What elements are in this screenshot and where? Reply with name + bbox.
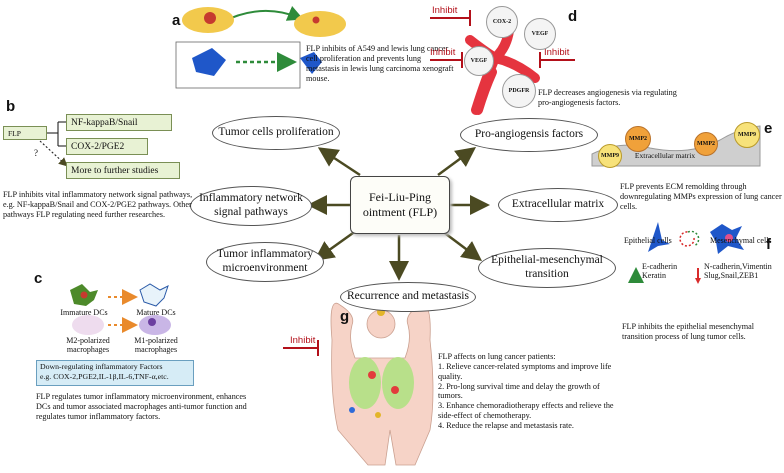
center-line2: ointment (FLP) [362, 205, 438, 219]
flp-box: FLP [3, 126, 47, 140]
node-label: Pro-angiogensis factors [474, 128, 584, 141]
node-label: Tumor cells proliferation [218, 126, 334, 139]
panel-a-text: FLP inhibits of A549 and lewis lung canc… [306, 44, 454, 83]
panel-b-letter: b [6, 98, 16, 115]
extracellular-matrix-label: Extracellular matrix [634, 151, 696, 160]
g-item-4: 4. Reduce the relapse and metastasis rat… [438, 420, 574, 430]
ncad-text: N-cadherin,Vimentin [704, 262, 772, 271]
center-line1: Fei-Liu-Ping [369, 190, 431, 204]
center-flp-box: Fei-Liu-Ping ointment (FLP) [350, 176, 450, 234]
node-tumor-inflammatory: Tumor inflammatory microenvironment [206, 242, 324, 282]
cox2-circle: COX-2 [486, 6, 518, 38]
node-label: Epithelial-mesenchymal [491, 254, 603, 267]
g-item-2: 2. Pro-long survival time and delay the … [438, 381, 600, 401]
m2-line1: M2-polarized [66, 336, 110, 345]
node-label: transition [525, 268, 569, 280]
node-pro-angiogenesis: Pro-angiogensis factors [460, 118, 598, 152]
m1-line2: macrophages [134, 345, 178, 355]
factors-line2: e.g. COX-2,PGE2,IL-1β,IL-6,TNF-α,etc. [40, 372, 169, 382]
mmp9-circle-right: MMP9 [734, 122, 760, 148]
g-item-1: 1. Relieve cancer-related symptoms and i… [438, 361, 612, 381]
node-label: Recurrence and metastasis [347, 290, 469, 303]
node-emt: Epithelial-mesenchymal transition [478, 248, 616, 288]
inhibit-g: Inhibit [290, 335, 316, 346]
panel-a-letter: a [172, 12, 181, 29]
panel-e-letter: e [764, 120, 773, 137]
downregulating-factors-box: Down-regulating inflammatory Factors e.g… [36, 360, 194, 386]
panel-e-text: FLP prevents ECM remolding through downr… [620, 182, 782, 211]
panel-g-letter: g [340, 308, 350, 325]
epithelial-label: Epithelial cells [624, 236, 672, 245]
inhibit-cox2: Inhibit [432, 5, 458, 16]
panel-d-letter: d [568, 8, 578, 25]
m2-line2: macrophages [66, 345, 110, 355]
mesenchymal-label: Mesenchymal cells [710, 236, 772, 245]
ecad-text: E-cadherin [642, 262, 678, 271]
mmp9-circle-left: MMP9 [598, 144, 622, 168]
panel-b-text: FLP inhibits vital inflammatory network … [3, 190, 193, 219]
inhibit-pdgfr: Inhibit [544, 47, 570, 58]
panel-f-text: FLP inhibits the epithelial mesenchymal … [622, 322, 755, 341]
ncadherin-label: N-cadherin,Vimentin Slug,Snail,ZEB1 [704, 262, 772, 280]
more-studies-box: More to further studies [66, 162, 180, 179]
slug-text: Slug,Snail,ZEB1 [704, 271, 759, 281]
panel-c-letter: c [34, 270, 43, 287]
node-recurrence: Recurrence and metastasis [340, 282, 476, 312]
keratin-text: Keratin [642, 271, 666, 281]
panel-d-text: FLP decreases angiogenesis via regulatin… [538, 88, 677, 107]
ecadherin-label: E-cadherin Keratin [642, 262, 677, 280]
node-label: Tumor inflammatory [216, 248, 314, 261]
factors-line1: Down-regulating inflammatory Factors [40, 362, 163, 371]
node-label: microenvironment [222, 262, 308, 274]
g-item-3: 3. Enhance chemoradiotherapy effects and… [438, 401, 614, 421]
mmp2-circle-top: MMP2 [625, 126, 651, 152]
node-label: signal pathways [214, 206, 288, 218]
question-mark: ? [34, 148, 38, 158]
vegf-circle-top: VEGF [524, 18, 556, 50]
mature-dcs-label: Mature DCs [136, 308, 176, 317]
g-intro: FLP affects on lung cancer patients: [438, 352, 556, 361]
panel-g-text: FLP affects on lung cancer patients: 1. … [438, 352, 616, 431]
node-label: Inflammatory network [199, 192, 303, 205]
node-ecm: Extracellular matrix [498, 188, 618, 222]
inhibit-vegf-left: Inhibit [430, 47, 456, 58]
pdgfr-circle: PDGFR [502, 74, 536, 108]
nfkb-box: NF-kappaB/Snail [66, 114, 172, 131]
cox2-box: COX-2/PGE2 [66, 138, 148, 155]
m2-label: M2-polarized macrophages [56, 336, 120, 354]
node-tumor-proliferation: Tumor cells proliferation [212, 116, 340, 150]
panel-c-text: FLP regulates tumor inflammatory microen… [36, 392, 247, 421]
immature-dcs-label: Immature DCs [60, 308, 108, 317]
panel-f-letter: f [766, 236, 771, 253]
node-label: Extracellular matrix [511, 198, 605, 211]
node-inflammatory-network: Inflammatory network signal pathways [190, 186, 312, 226]
m1-line1: M1-polarized [134, 336, 178, 345]
vegf-circle-left: VEGF [464, 46, 494, 76]
mmp2-circle-right: MMP2 [694, 132, 718, 156]
m1-label: M1-polarized macrophages [124, 336, 188, 354]
